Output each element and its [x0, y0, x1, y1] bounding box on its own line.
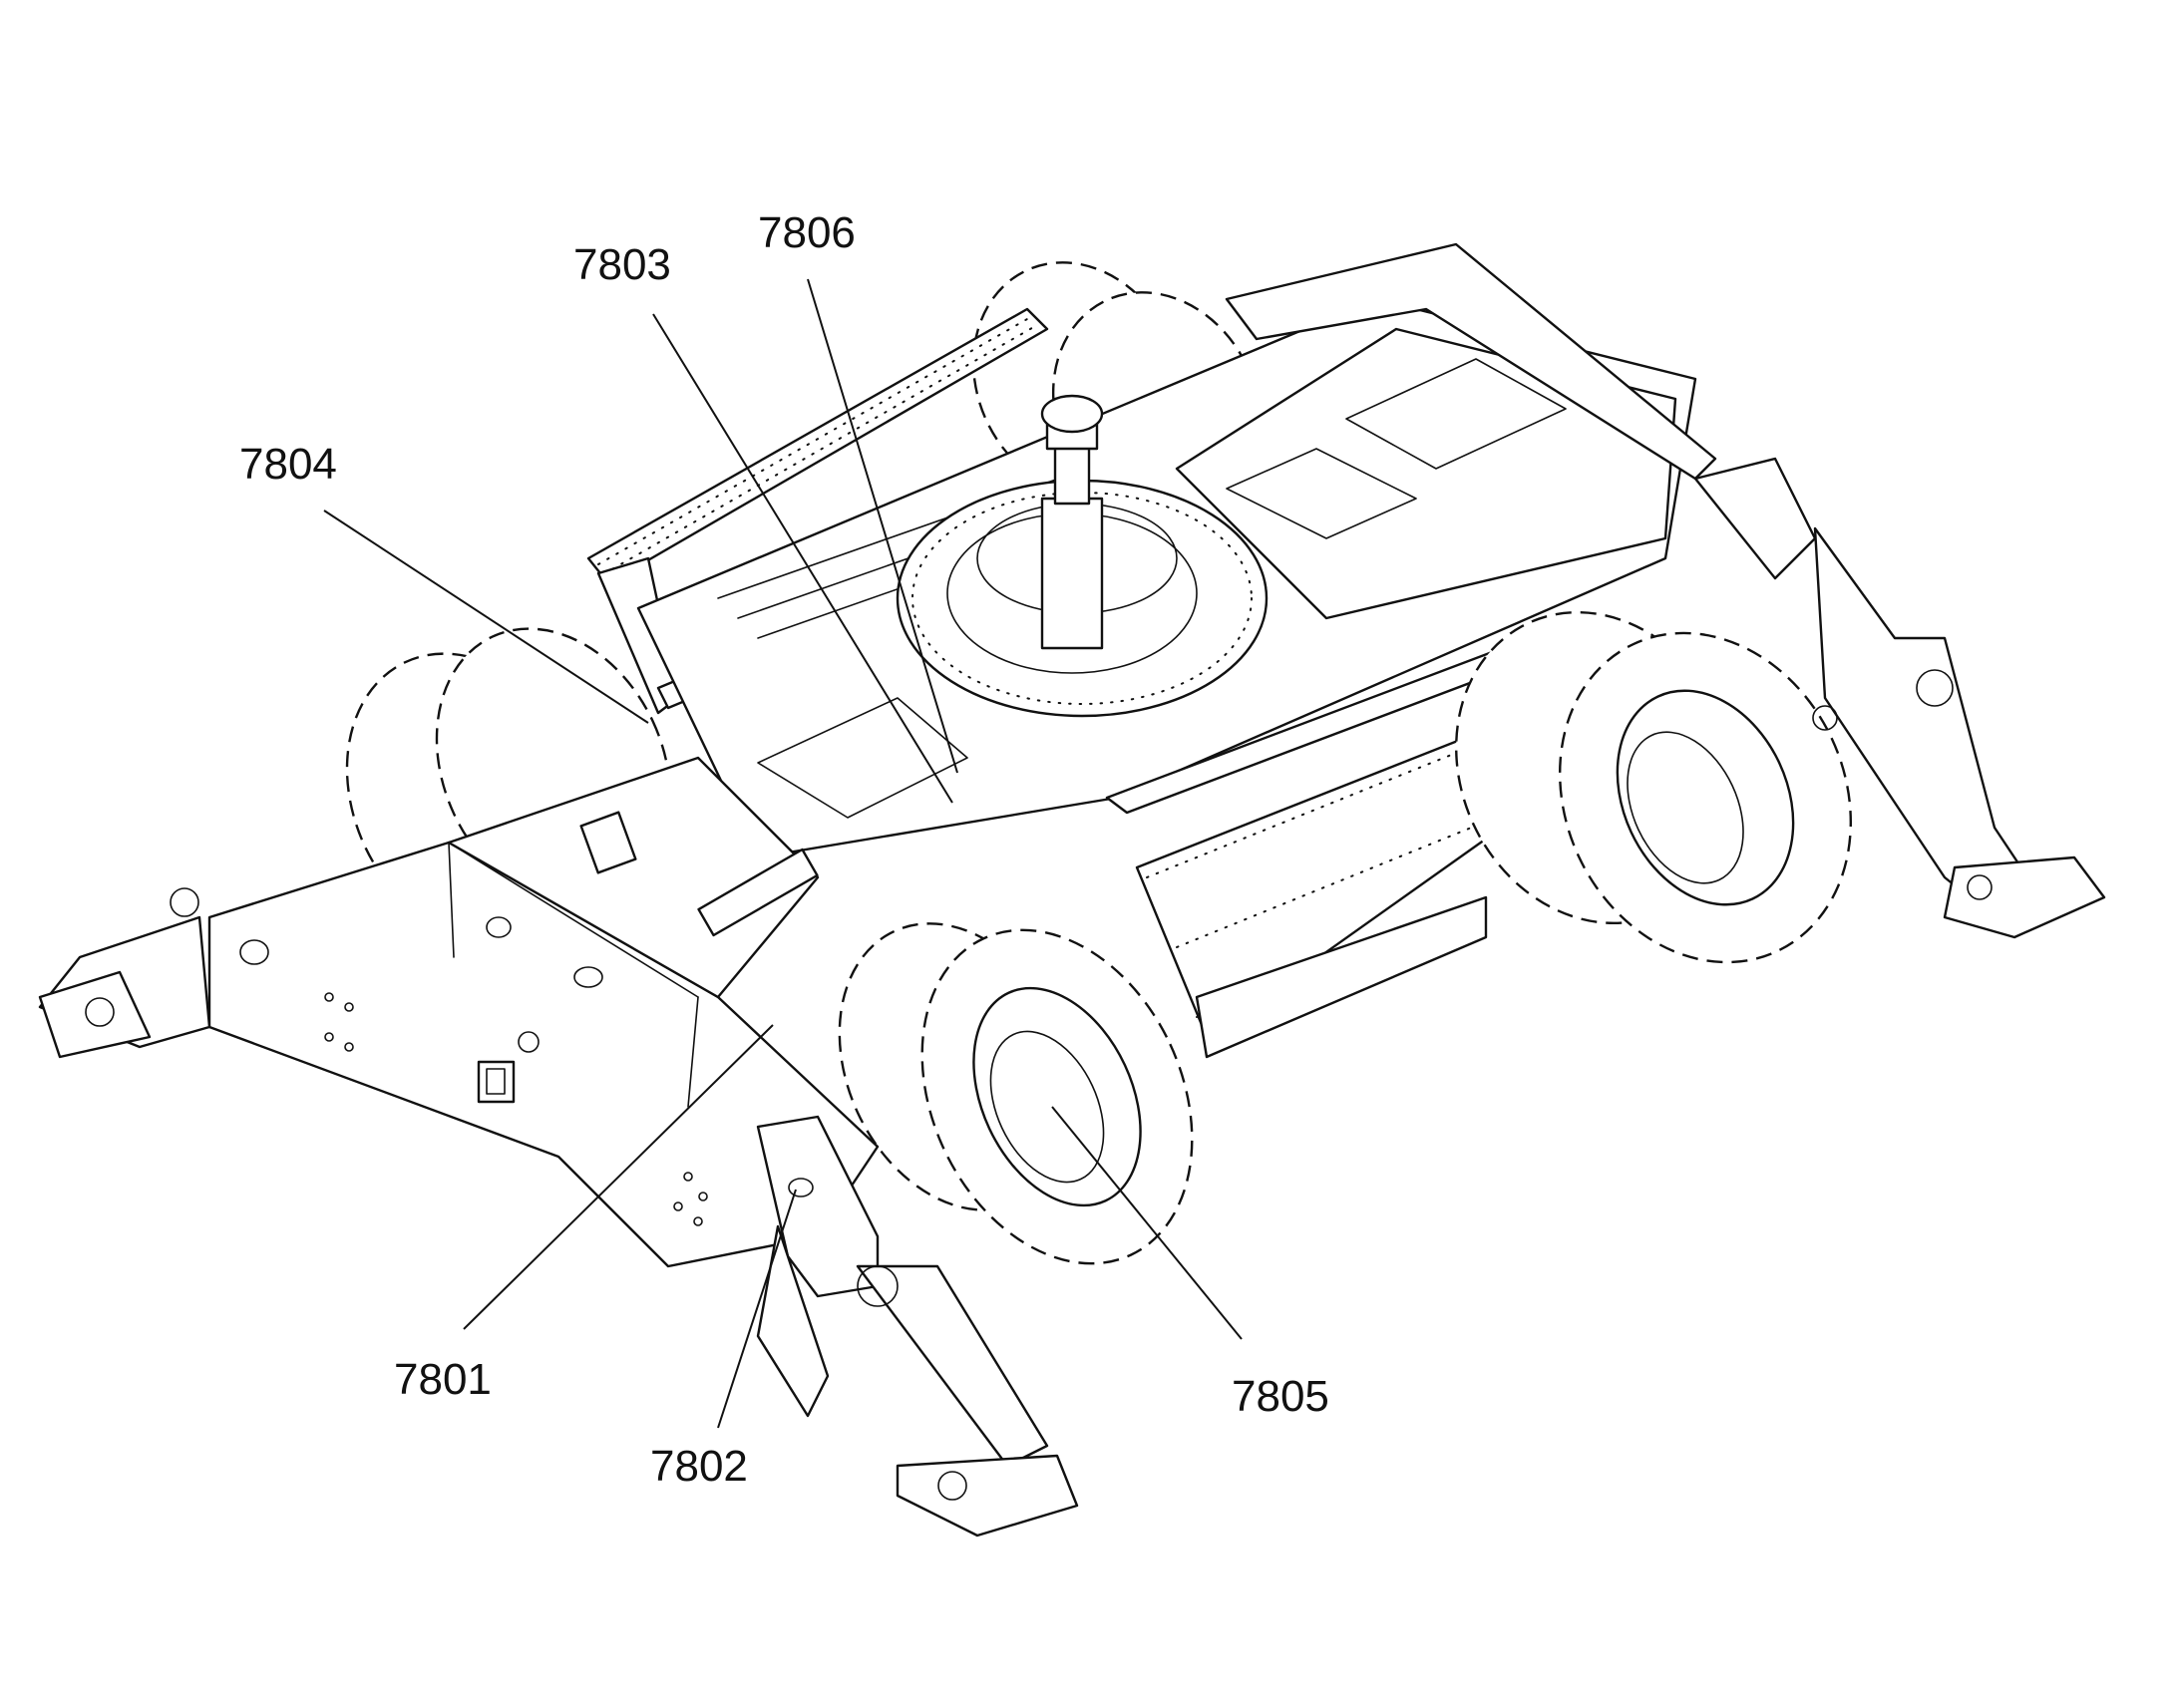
callout-7803: 7803	[573, 240, 671, 289]
side-storage-steps	[1105, 641, 1538, 1059]
callout-7802: 7802	[650, 1442, 748, 1491]
leader-7803	[652, 313, 953, 804]
slewing-ring	[896, 394, 1269, 718]
leader-7802	[717, 1189, 797, 1429]
callouts: 7803 7806 7804 7801 7802 7805	[239, 208, 1329, 1491]
front-frame	[38, 756, 880, 1268]
front-left-wheels	[838, 922, 1194, 1265]
callout-7801: 7801	[394, 1355, 492, 1404]
leader-7805	[1051, 1106, 1243, 1340]
leader-7801	[463, 1024, 774, 1330]
callout-7806: 7806	[758, 208, 856, 257]
leader-7806	[807, 278, 958, 774]
front-outrigger-leg	[756, 1115, 1079, 1537]
callout-7805: 7805	[1232, 1372, 1329, 1421]
leader-7804	[323, 510, 649, 724]
callout-7804: 7804	[239, 440, 337, 489]
rear-right-outrigger	[1812, 526, 2106, 939]
front-right-wheels	[1455, 610, 1853, 964]
